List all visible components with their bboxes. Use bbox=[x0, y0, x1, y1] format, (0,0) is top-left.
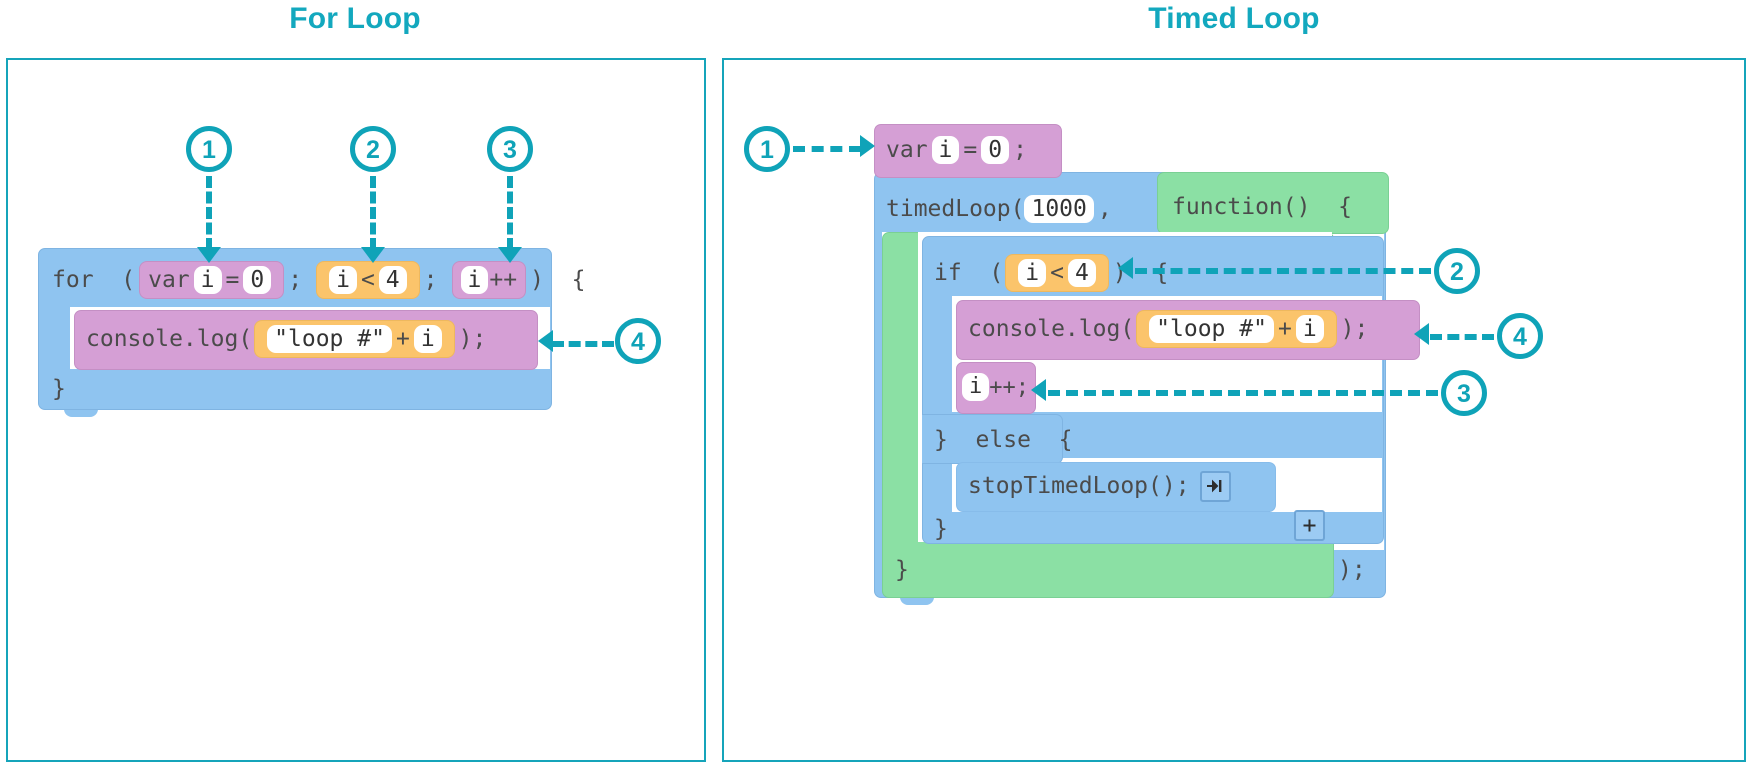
timed-console-log-plus: + bbox=[1277, 316, 1292, 342]
for-init-value[interactable]: 0 bbox=[243, 265, 272, 295]
for-init-pill[interactable]: var i = 0 bbox=[139, 260, 285, 300]
timed-callout-2-connector bbox=[1135, 268, 1431, 274]
for-cond-limit[interactable]: 4 bbox=[378, 265, 407, 295]
if-close-row: } bbox=[934, 512, 948, 546]
callout-4-arrowhead bbox=[538, 330, 553, 352]
for-close-brace: } bbox=[52, 376, 66, 402]
timed-loop-close-text: ); bbox=[1338, 557, 1366, 583]
for-condition-pill[interactable]: i < 4 bbox=[316, 260, 420, 300]
for-init-varname[interactable]: i bbox=[193, 265, 222, 295]
for-cond-var[interactable]: i bbox=[329, 265, 357, 295]
function-close-brace: } bbox=[895, 557, 909, 583]
for-loop-bottom-bump bbox=[64, 408, 98, 417]
stop-timed-loop-text: stopTimedLoop(); bbox=[968, 473, 1190, 499]
if-cond-op: < bbox=[1050, 260, 1064, 286]
for-separator-1: ; bbox=[288, 267, 303, 293]
timed-loop-call: timedLoop( bbox=[886, 196, 1025, 222]
timed-callout-3-connector bbox=[1048, 390, 1438, 396]
timed-loop-comma: , bbox=[1097, 196, 1112, 222]
timed-console-log-close: ); bbox=[1340, 316, 1369, 342]
timed-callout-1-arrowhead bbox=[860, 135, 875, 157]
timed-loop-header-row: timedLoop( 1000 , bbox=[886, 186, 1112, 232]
function-header-text: function() { bbox=[1172, 194, 1353, 220]
function-header-row: function() { bbox=[1172, 186, 1352, 228]
increment-op: ++; bbox=[989, 374, 1029, 400]
timed-loop-close-row: ); bbox=[1338, 550, 1366, 590]
page-title-for-loop: For Loop bbox=[289, 2, 421, 35]
timed-callout-2-arrowhead bbox=[1118, 257, 1133, 279]
timed-callout-2[interactable]: 2 bbox=[1434, 248, 1480, 294]
timed-callout-4-connector bbox=[1430, 334, 1494, 340]
var-semicolon: ; bbox=[1013, 137, 1027, 163]
if-condition-row: if ( i < 4 ) { bbox=[934, 250, 1168, 296]
callout-2-connector bbox=[370, 176, 376, 250]
for-incr-op: ++ bbox=[489, 267, 518, 293]
callout-3[interactable]: 3 bbox=[487, 126, 533, 172]
timed-loop-interval-field[interactable]: 1000 bbox=[1024, 194, 1094, 224]
timed-callout-3-arrowhead bbox=[1031, 379, 1046, 401]
callout-2[interactable]: 2 bbox=[350, 126, 396, 172]
timed-console-log-var[interactable]: i bbox=[1295, 314, 1324, 344]
var-declaration-block[interactable] bbox=[874, 124, 1062, 178]
var-declaration-row: var i = 0 ; bbox=[886, 128, 1027, 172]
var-equals: = bbox=[963, 137, 978, 163]
callout-1[interactable]: 1 bbox=[186, 126, 232, 172]
plus-icon[interactable] bbox=[1294, 510, 1325, 541]
timed-callout-4-arrowhead bbox=[1414, 323, 1429, 345]
callout-1-arrowhead bbox=[197, 247, 221, 263]
timed-console-log-arg-pill[interactable]: "loop #" + i bbox=[1136, 309, 1337, 349]
for-increment-pill[interactable]: i ++ bbox=[451, 260, 527, 300]
page-title-timed-loop: Timed Loop bbox=[1148, 2, 1320, 35]
console-log-var[interactable]: i bbox=[413, 324, 442, 354]
console-log-row: console.log( "loop #" + i ); bbox=[86, 313, 486, 365]
for-incr-var[interactable]: i bbox=[460, 265, 489, 295]
callout-3-connector bbox=[507, 176, 513, 250]
if-close-brace: } bbox=[934, 516, 948, 542]
if-cond-limit[interactable]: 4 bbox=[1067, 258, 1096, 288]
timed-callout-1-connector bbox=[793, 146, 861, 152]
function-close-row: } bbox=[895, 550, 909, 590]
if-condition-pill[interactable]: i < 4 bbox=[1005, 253, 1109, 293]
timed-loop-bottom-bump bbox=[900, 596, 934, 605]
var-keyword: var bbox=[886, 137, 928, 163]
else-header-row: } else { bbox=[934, 420, 1072, 460]
for-cond-op: < bbox=[360, 267, 375, 293]
console-log-close: ); bbox=[458, 326, 487, 352]
if-keyword: if ( bbox=[934, 260, 1004, 286]
for-keyword: for ( bbox=[52, 267, 136, 293]
timed-console-log-row: console.log( "loop #" + i ); bbox=[968, 304, 1368, 354]
for-init-equals: = bbox=[225, 267, 240, 293]
var-value-field[interactable]: 0 bbox=[981, 135, 1010, 165]
stop-timed-loop-row: stopTimedLoop(); bbox=[968, 466, 1231, 506]
if-cond-var[interactable]: i bbox=[1018, 258, 1047, 288]
var-name-field[interactable]: i bbox=[931, 135, 960, 165]
callout-1-connector bbox=[206, 176, 212, 250]
for-separator-2: ; bbox=[423, 267, 438, 293]
else-header-text: } else { bbox=[934, 427, 1073, 453]
console-log-call: console.log( bbox=[86, 326, 253, 352]
timed-console-log-string[interactable]: "loop #" bbox=[1149, 314, 1274, 344]
callout-2-arrowhead bbox=[361, 247, 385, 263]
callout-3-arrowhead bbox=[498, 247, 522, 263]
for-init-var: var bbox=[148, 267, 190, 293]
console-log-plus: + bbox=[395, 326, 410, 352]
timed-callout-3[interactable]: 3 bbox=[1441, 370, 1487, 416]
for-header-close: ) { bbox=[530, 267, 586, 293]
increment-var-field[interactable]: i bbox=[962, 373, 990, 401]
timed-console-log-call: console.log( bbox=[968, 316, 1135, 342]
for-loop-panel bbox=[6, 58, 706, 762]
console-log-arg-pill[interactable]: "loop #" + i bbox=[254, 319, 455, 359]
arrow-to-bar-icon[interactable] bbox=[1199, 470, 1231, 502]
callout-4-connector bbox=[552, 341, 614, 347]
increment-row: i ++; bbox=[962, 366, 1029, 408]
for-loop-close-row: } bbox=[52, 372, 66, 406]
callout-4[interactable]: 4 bbox=[615, 318, 661, 364]
timed-callout-1[interactable]: 1 bbox=[744, 126, 790, 172]
for-loop-header-row: for ( var i = 0 ; i < 4 ; i ++ ) { bbox=[52, 255, 585, 305]
timed-callout-4[interactable]: 4 bbox=[1497, 313, 1543, 359]
console-log-string[interactable]: "loop #" bbox=[267, 324, 392, 354]
